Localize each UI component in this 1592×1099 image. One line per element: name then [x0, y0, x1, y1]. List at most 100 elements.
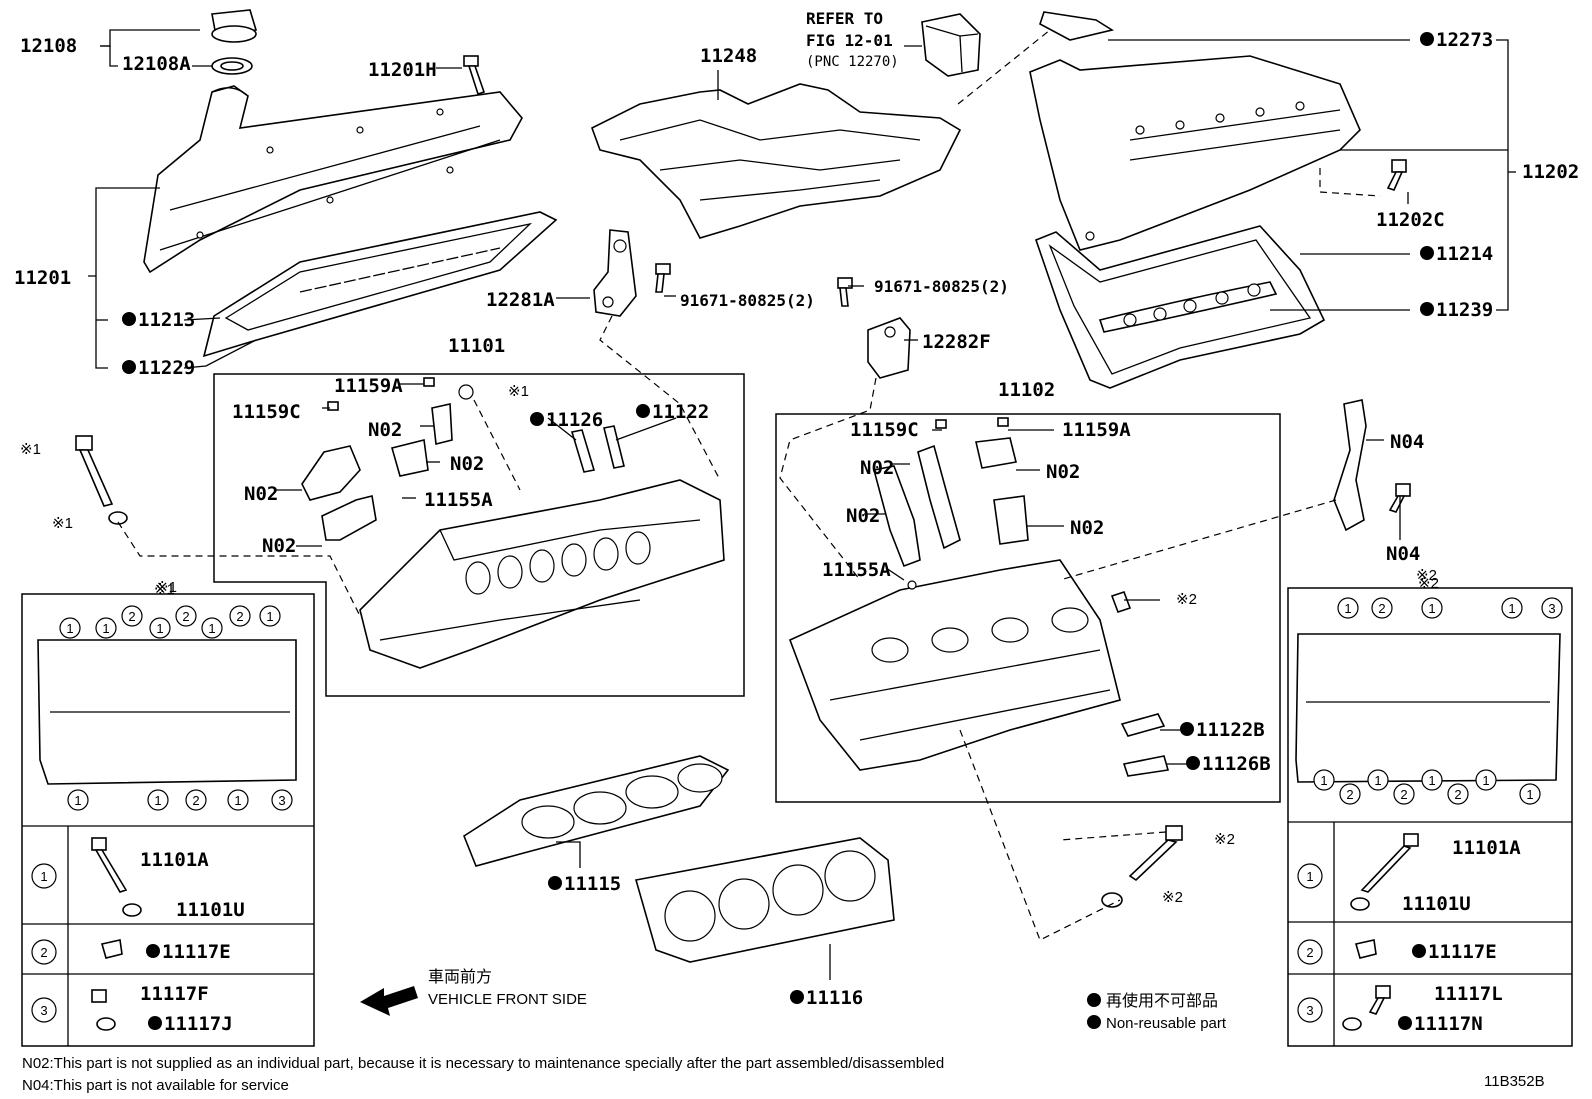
right-plugs-drawing: [1120, 713, 1170, 777]
right-bolt-table: [1287, 587, 1573, 1047]
callout-12108: 12108: [20, 35, 77, 57]
bolt-position-circle: [201, 617, 223, 639]
bolt-position-circle: [1501, 597, 1523, 619]
callout-11101: 11101: [448, 335, 505, 357]
bolt-position-number: 2: [182, 609, 189, 624]
non-reusable-dot-icon: [1420, 302, 1434, 316]
non-reusable-dot-icon: [122, 312, 136, 326]
bolt-91671-a-drawing: [655, 263, 671, 293]
bolt-position-number: 1: [1508, 601, 1515, 616]
bolt-position-circle: [1519, 783, 1541, 805]
callout-n02: N02: [450, 453, 484, 475]
non-reusable-dot-icon: [530, 412, 544, 426]
bolt-position-circle: [1371, 597, 1393, 619]
bolt-position-number: 1: [40, 869, 47, 884]
callout-11159a: 11159A: [1062, 419, 1131, 441]
bolt-11201h-drawing: [463, 55, 486, 96]
legend-dot-icon: [1087, 1015, 1101, 1029]
reference-mark: ※1: [508, 383, 529, 400]
bolt-position-circle: [31, 939, 57, 965]
bolt-position-number: 1: [1344, 601, 1351, 616]
bolt-position-circle: [67, 789, 89, 811]
bolt-position-circle: [121, 605, 143, 627]
bolt-position-circle: [1541, 597, 1563, 619]
bolt-position-number: 2: [192, 793, 199, 808]
non-reusable-dot-icon: [1420, 32, 1434, 46]
bolt-11202c-drawing: [1386, 159, 1407, 191]
non-reusable-dot-icon: [1412, 944, 1426, 958]
table-part-11117j: 11117J: [164, 1013, 233, 1035]
callout-n02: N02: [1070, 517, 1104, 539]
bolt-91671-b-drawing: [837, 277, 853, 307]
bolt-position-number: 3: [1306, 1003, 1313, 1018]
head-bolt-right-drawing: [1101, 825, 1183, 908]
non-reusable-dot-icon: [1398, 1016, 1412, 1030]
callout-n02: N02: [368, 419, 402, 441]
bolt-position-circle: [271, 789, 293, 811]
bolt-position-number: 1: [1374, 773, 1381, 788]
head-gasket-left-drawing: [463, 755, 730, 867]
table-part-11101u: 11101U: [1402, 893, 1471, 915]
refer-note-line3: (PNC 12270): [806, 54, 899, 70]
bolt-position-circle: [1297, 997, 1323, 1023]
bolt-position-circle: [227, 789, 249, 811]
callout-11155a: 11155A: [822, 559, 891, 581]
bracket-12281a-drawing: [593, 229, 637, 317]
callout-11202: 11202: [1522, 161, 1579, 183]
left-head-group-box: [213, 373, 745, 697]
plug-tube-gasket-drawing: [1098, 281, 1278, 333]
callout-n02: N02: [1046, 461, 1080, 483]
bolt-position-number: 1: [74, 793, 81, 808]
left-bolt-table: [21, 593, 315, 1047]
callout-n02: N02: [262, 535, 296, 557]
bolt-position-number: 1: [1482, 773, 1489, 788]
bolt-position-circle: [1421, 769, 1443, 791]
bolt-position-circle: [95, 617, 117, 639]
callout-11201: 11201: [14, 267, 71, 289]
callout-11159c: 11159C: [850, 419, 919, 441]
reference-mark: ※1: [20, 441, 41, 458]
bolt-position-number: 2: [1378, 601, 1385, 616]
reference-mark: ※2: [1418, 575, 1439, 592]
callout-11122b: 11122B: [1196, 719, 1265, 741]
non-reusable-dot-icon: [122, 360, 136, 374]
bolt-position-circle: [1393, 783, 1415, 805]
leader-lines: [88, 29, 1516, 980]
reference-mark: ※2: [1176, 591, 1197, 608]
callout-11214: 11214: [1436, 243, 1493, 265]
legend-en: Non-reusable part: [1106, 1015, 1227, 1032]
table-header-mark: ※1: [156, 579, 177, 596]
table-part-11117l: 11117L: [1434, 983, 1503, 1005]
callout-11248: 11248: [700, 45, 757, 67]
callout-91671-80825-2-: 91671-80825(2): [680, 291, 815, 310]
intake-insulator-drawing: [591, 83, 962, 239]
callout-11159a: 11159A: [334, 375, 403, 397]
front-arrow-icon: [360, 986, 418, 1016]
bolt-position-circle: [1313, 769, 1335, 791]
callout-11202c: 11202C: [1376, 209, 1445, 231]
callout-12108a: 12108A: [122, 53, 191, 75]
bolt-position-number: 2: [1400, 787, 1407, 802]
bolt-position-circle: [31, 997, 57, 1023]
bolt-position-number: 2: [1454, 787, 1461, 802]
bolt-position-number: 1: [66, 621, 73, 636]
bolt-position-circle: [1297, 863, 1323, 889]
legend-dot-icon: [1087, 993, 1101, 1007]
table-row-drawings: [91, 833, 1419, 1031]
reference-marks: ※1※1※1※1※2※2※2※2: [20, 383, 1439, 906]
callout-11116: 11116: [806, 987, 863, 1009]
bolt-position-circle: [1297, 939, 1323, 965]
callout-11239: 11239: [1436, 299, 1493, 321]
non-reusable-dot-icon: [1180, 722, 1194, 736]
right-head-cover-drawing: [1029, 11, 1361, 251]
footnote-n02: N02:This part is not supplied as an indi…: [22, 1055, 944, 1072]
left-head-cover-drawing: [143, 85, 523, 274]
bolt-position-number: 2: [236, 609, 243, 624]
bolt-position-number: 2: [128, 609, 135, 624]
refer-note-line2: FIG 12-01: [806, 31, 893, 50]
callout-91671-80825-2-: 91671-80825(2): [874, 277, 1009, 296]
reference-mark: ※1: [154, 581, 175, 598]
